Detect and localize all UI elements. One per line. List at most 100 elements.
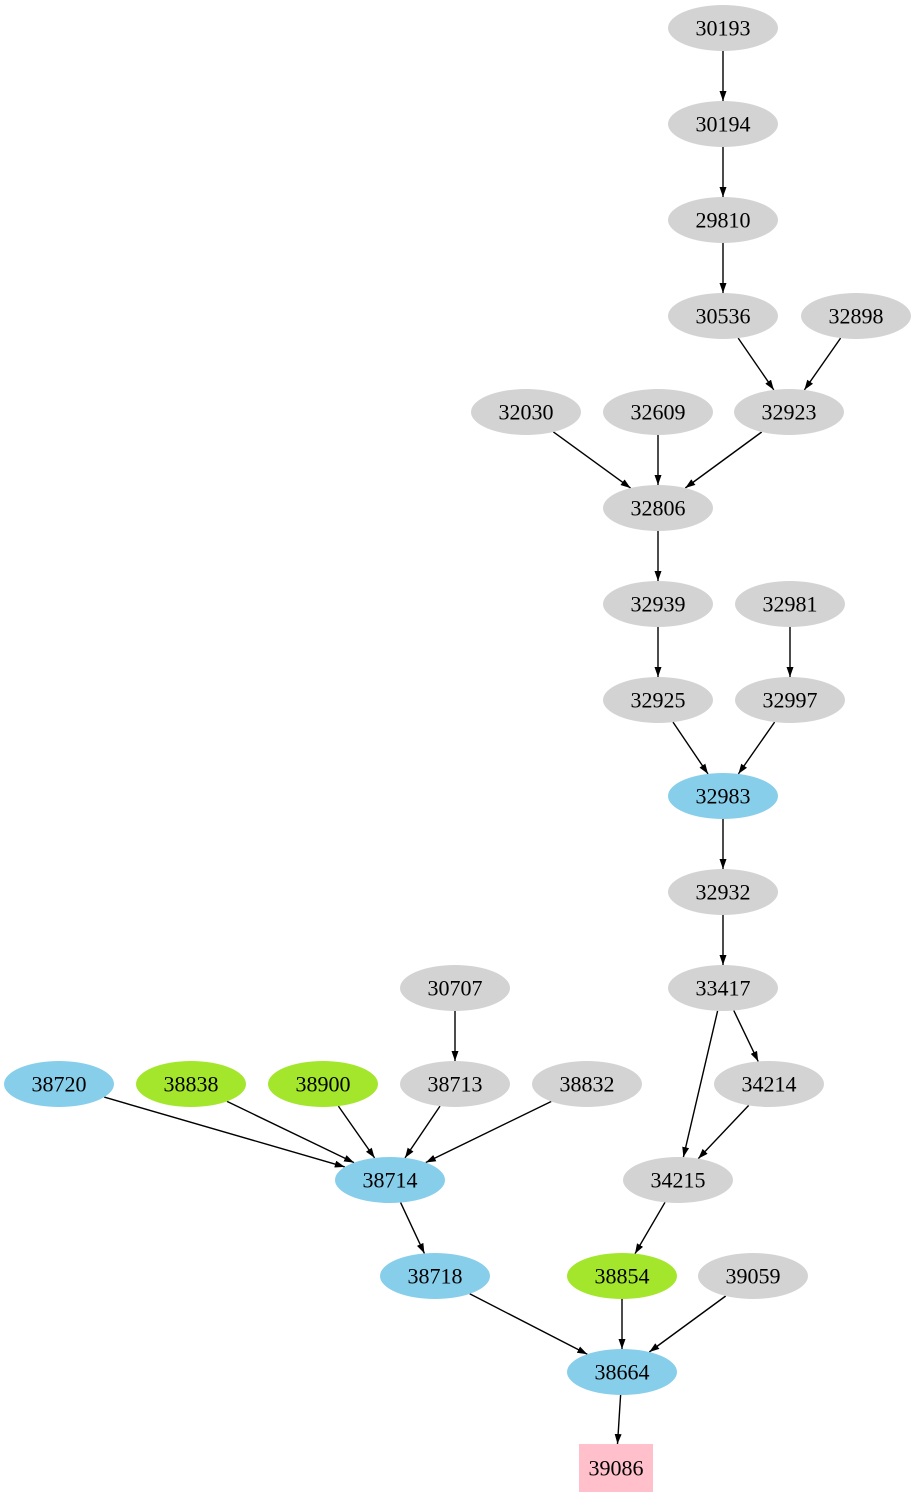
edge-32898-to-32923 (803, 337, 842, 391)
edge-38832-to-38714 (425, 1100, 552, 1164)
node-34215: 34215 (623, 1157, 733, 1203)
edges-layer (104, 51, 842, 1445)
node-ellipse-32898 (801, 293, 911, 339)
edge-33417-to-34214 (733, 1010, 759, 1062)
node-ellipse-38718 (380, 1253, 490, 1299)
node-ellipse-32939 (603, 581, 713, 627)
node-label-39059: 39059 (726, 1263, 781, 1288)
node-29810: 29810 (668, 197, 778, 243)
node-label-32983: 32983 (696, 783, 751, 808)
node-label-38838: 38838 (164, 1071, 219, 1096)
node-32925: 32925 (603, 677, 713, 723)
node-ellipse-32997 (735, 677, 845, 723)
node-label-32939: 32939 (631, 591, 686, 616)
node-ellipse-30536 (668, 293, 778, 339)
node-ellipse-32925 (603, 677, 713, 723)
node-label-30536: 30536 (696, 303, 751, 328)
node-label-32609: 32609 (631, 399, 686, 424)
node-label-32925: 32925 (631, 687, 686, 712)
edge-32997-to-32983 (737, 721, 776, 775)
edge-30536-to-32923 (737, 337, 775, 391)
nodes-layer: 30193 30194 29810 30536 32898 32030 32609 32923… (4, 5, 911, 1492)
node-ellipse-38713 (400, 1061, 510, 1107)
node-label-32932: 32932 (696, 879, 751, 904)
node-30193: 30193 (668, 5, 778, 51)
node-ellipse-38720 (4, 1061, 114, 1107)
node-39059: 39059 (698, 1253, 808, 1299)
node-label-29810: 29810 (696, 207, 751, 232)
node-label-30193: 30193 (696, 15, 751, 40)
node-ellipse-32981 (735, 581, 845, 627)
node-box-39086 (579, 1444, 653, 1492)
node-label-38714: 38714 (363, 1167, 418, 1192)
node-label-34214: 34214 (742, 1071, 797, 1096)
node-ellipse-32983 (668, 773, 778, 819)
node-label-32923: 32923 (762, 399, 817, 424)
edge-38664-to-39086 (614, 1394, 622, 1445)
node-ellipse-34215 (623, 1157, 733, 1203)
node-ellipse-30194 (668, 101, 778, 147)
node-32983: 32983 (668, 773, 778, 819)
node-32997: 32997 (735, 677, 845, 723)
node-ellipse-32806 (603, 485, 713, 531)
node-ellipse-32609 (603, 389, 713, 435)
node-38714: 38714 (335, 1157, 445, 1203)
edge-38718-to-38664 (469, 1293, 588, 1355)
node-label-32030: 32030 (499, 399, 554, 424)
node-ellipse-38664 (567, 1349, 677, 1395)
node-38713: 38713 (400, 1061, 510, 1107)
node-label-30194: 30194 (696, 111, 751, 136)
node-ellipse-38838 (136, 1061, 246, 1107)
node-32939: 32939 (603, 581, 713, 627)
node-label-32898: 32898 (829, 303, 884, 328)
node-label-32806: 32806 (631, 495, 686, 520)
node-ellipse-30193 (668, 5, 778, 51)
node-ellipse-38854 (567, 1253, 677, 1299)
edge-38713-to-38714 (404, 1105, 441, 1159)
node-38664: 38664 (567, 1349, 677, 1395)
node-label-38900: 38900 (296, 1071, 351, 1096)
node-38718: 38718 (380, 1253, 490, 1299)
edge-33417-to-34215 (682, 1010, 719, 1158)
edge-34215-to-38854 (634, 1201, 666, 1255)
node-32932: 32932 (668, 869, 778, 915)
edge-32923-to-32806 (684, 431, 763, 489)
node-ellipse-32030 (471, 389, 581, 435)
node-38854: 38854 (567, 1253, 677, 1299)
edge-38900-to-38714 (337, 1105, 376, 1159)
edge-32925-to-32983 (672, 721, 709, 775)
node-32806: 32806 (603, 485, 713, 531)
edge-39059-to-38664 (648, 1295, 727, 1353)
node-ellipse-33417 (668, 965, 778, 1011)
node-ellipse-39059 (698, 1253, 808, 1299)
node-34214: 34214 (714, 1061, 824, 1107)
edge-38714-to-38718 (399, 1202, 426, 1254)
node-label-32981: 32981 (763, 591, 818, 616)
node-38832: 38832 (532, 1061, 642, 1107)
node-ellipse-32932 (668, 869, 778, 915)
node-label-30707: 30707 (428, 975, 483, 1000)
node-38900: 38900 (268, 1061, 378, 1107)
node-32923: 32923 (734, 389, 844, 435)
edge-38720-to-38714 (104, 1096, 345, 1168)
node-label-38720: 38720 (32, 1071, 87, 1096)
node-ellipse-38900 (268, 1061, 378, 1107)
node-ellipse-32923 (734, 389, 844, 435)
node-ellipse-30707 (400, 965, 510, 1011)
edge-32030-to-32806 (552, 431, 632, 489)
node-38720: 38720 (4, 1061, 114, 1107)
node-32609: 32609 (603, 389, 713, 435)
node-label-33417: 33417 (696, 975, 751, 1000)
node-label-38718: 38718 (408, 1263, 463, 1288)
node-ellipse-38714 (335, 1157, 445, 1203)
node-label-38854: 38854 (595, 1263, 650, 1288)
node-39086: 39086 (579, 1444, 653, 1492)
node-label-38713: 38713 (428, 1071, 483, 1096)
node-label-39086: 39086 (589, 1455, 644, 1480)
node-label-32997: 32997 (763, 687, 818, 712)
node-label-38664: 38664 (595, 1359, 650, 1384)
node-label-38832: 38832 (560, 1071, 615, 1096)
node-32030: 32030 (471, 389, 581, 435)
